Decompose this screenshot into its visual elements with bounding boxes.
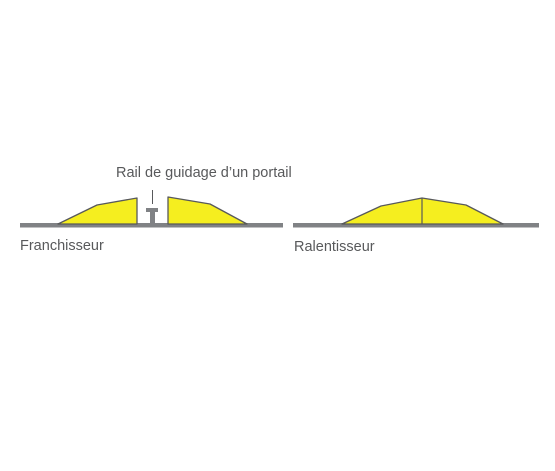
- franchisseur-ground: [20, 223, 283, 228]
- ralentisseur-label: Ralentisseur: [294, 239, 375, 255]
- franchisseur-right-ramp: [167, 196, 248, 225]
- guide-rail: [146, 208, 158, 224]
- guide-rail-label: Rail de guidage d’un portail: [116, 165, 292, 181]
- franchisseur-label: Franchisseur: [20, 238, 104, 254]
- franchisseur-left-ramp: [57, 197, 138, 225]
- ralentisseur-ground: [293, 223, 539, 228]
